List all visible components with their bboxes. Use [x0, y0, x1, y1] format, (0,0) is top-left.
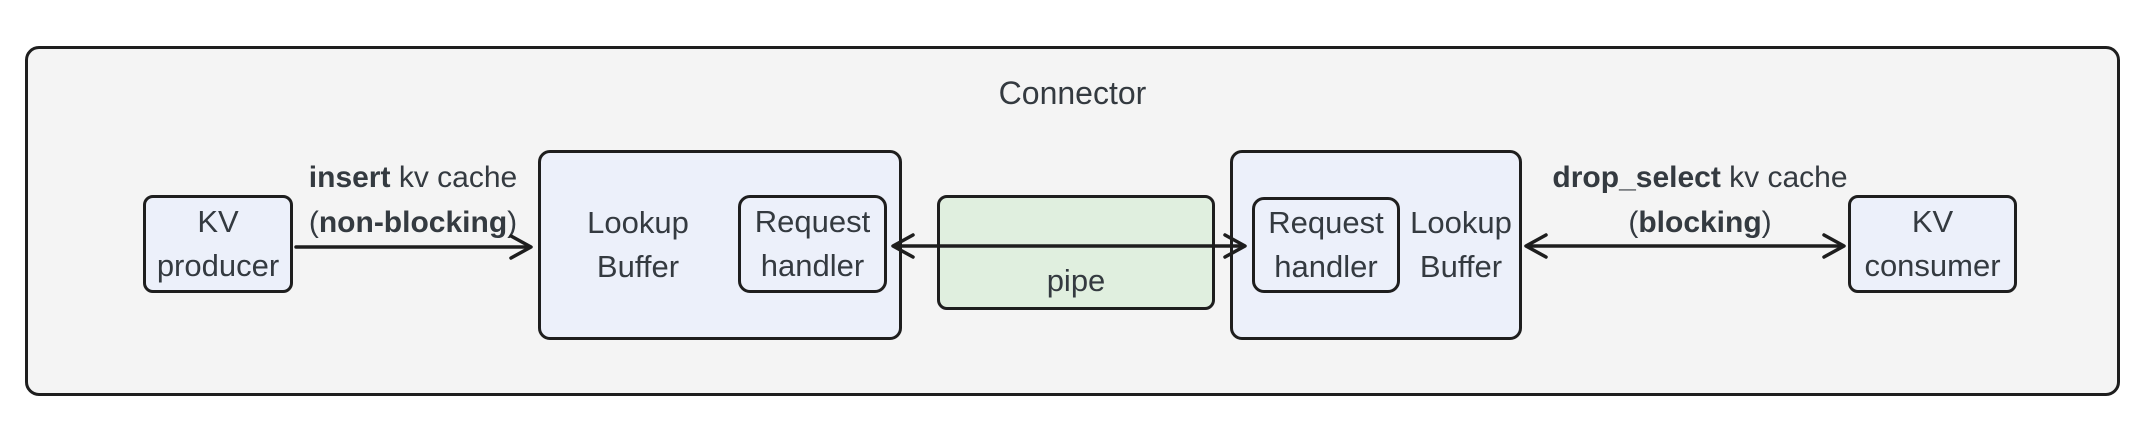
- insert-edge-label-line1: insert kv cache: [253, 155, 573, 200]
- lookup-buffer-right-label: Lookup Buffer: [1410, 205, 1512, 284]
- drop-select-edge-label-line2: (blocking): [1530, 200, 1870, 245]
- connector-title: Connector: [998, 75, 1147, 111]
- drop-select-rest-text: kv cache: [1720, 161, 1848, 194]
- blocking-bold-text: blocking: [1638, 206, 1762, 239]
- insert-paren-open: (: [308, 206, 319, 239]
- drop-select-edge-label: drop_select kv cache (blocking): [1530, 155, 1870, 245]
- drop-select-bold-text: drop_select: [1552, 161, 1721, 194]
- kv-consumer-node: KV consumer: [1848, 195, 2017, 293]
- request-handler-right-node: Request handler: [1252, 197, 1400, 293]
- non-blocking-bold-text: non-blocking: [318, 206, 508, 239]
- lookup-buffer-left-label: Lookup Buffer: [587, 205, 689, 284]
- insert-edge-label: insert kv cache (non-blocking): [253, 155, 573, 245]
- drop-select-paren-open: (: [1628, 206, 1639, 239]
- insert-rest-text: kv cache: [390, 161, 518, 194]
- request-handler-left-node: Request handler: [738, 195, 887, 293]
- insert-paren-close: ): [507, 206, 518, 239]
- pipe-label: pipe: [1046, 263, 1106, 298]
- insert-bold-text: insert: [308, 161, 391, 194]
- drop-select-edge-label-line1: drop_select kv cache: [1530, 155, 1870, 200]
- pipe-node: pipe: [937, 195, 1215, 310]
- drop-select-paren-close: ): [1761, 206, 1772, 239]
- kv-producer-node: KV producer: [143, 195, 293, 293]
- insert-edge-label-line2: (non-blocking): [253, 200, 573, 245]
